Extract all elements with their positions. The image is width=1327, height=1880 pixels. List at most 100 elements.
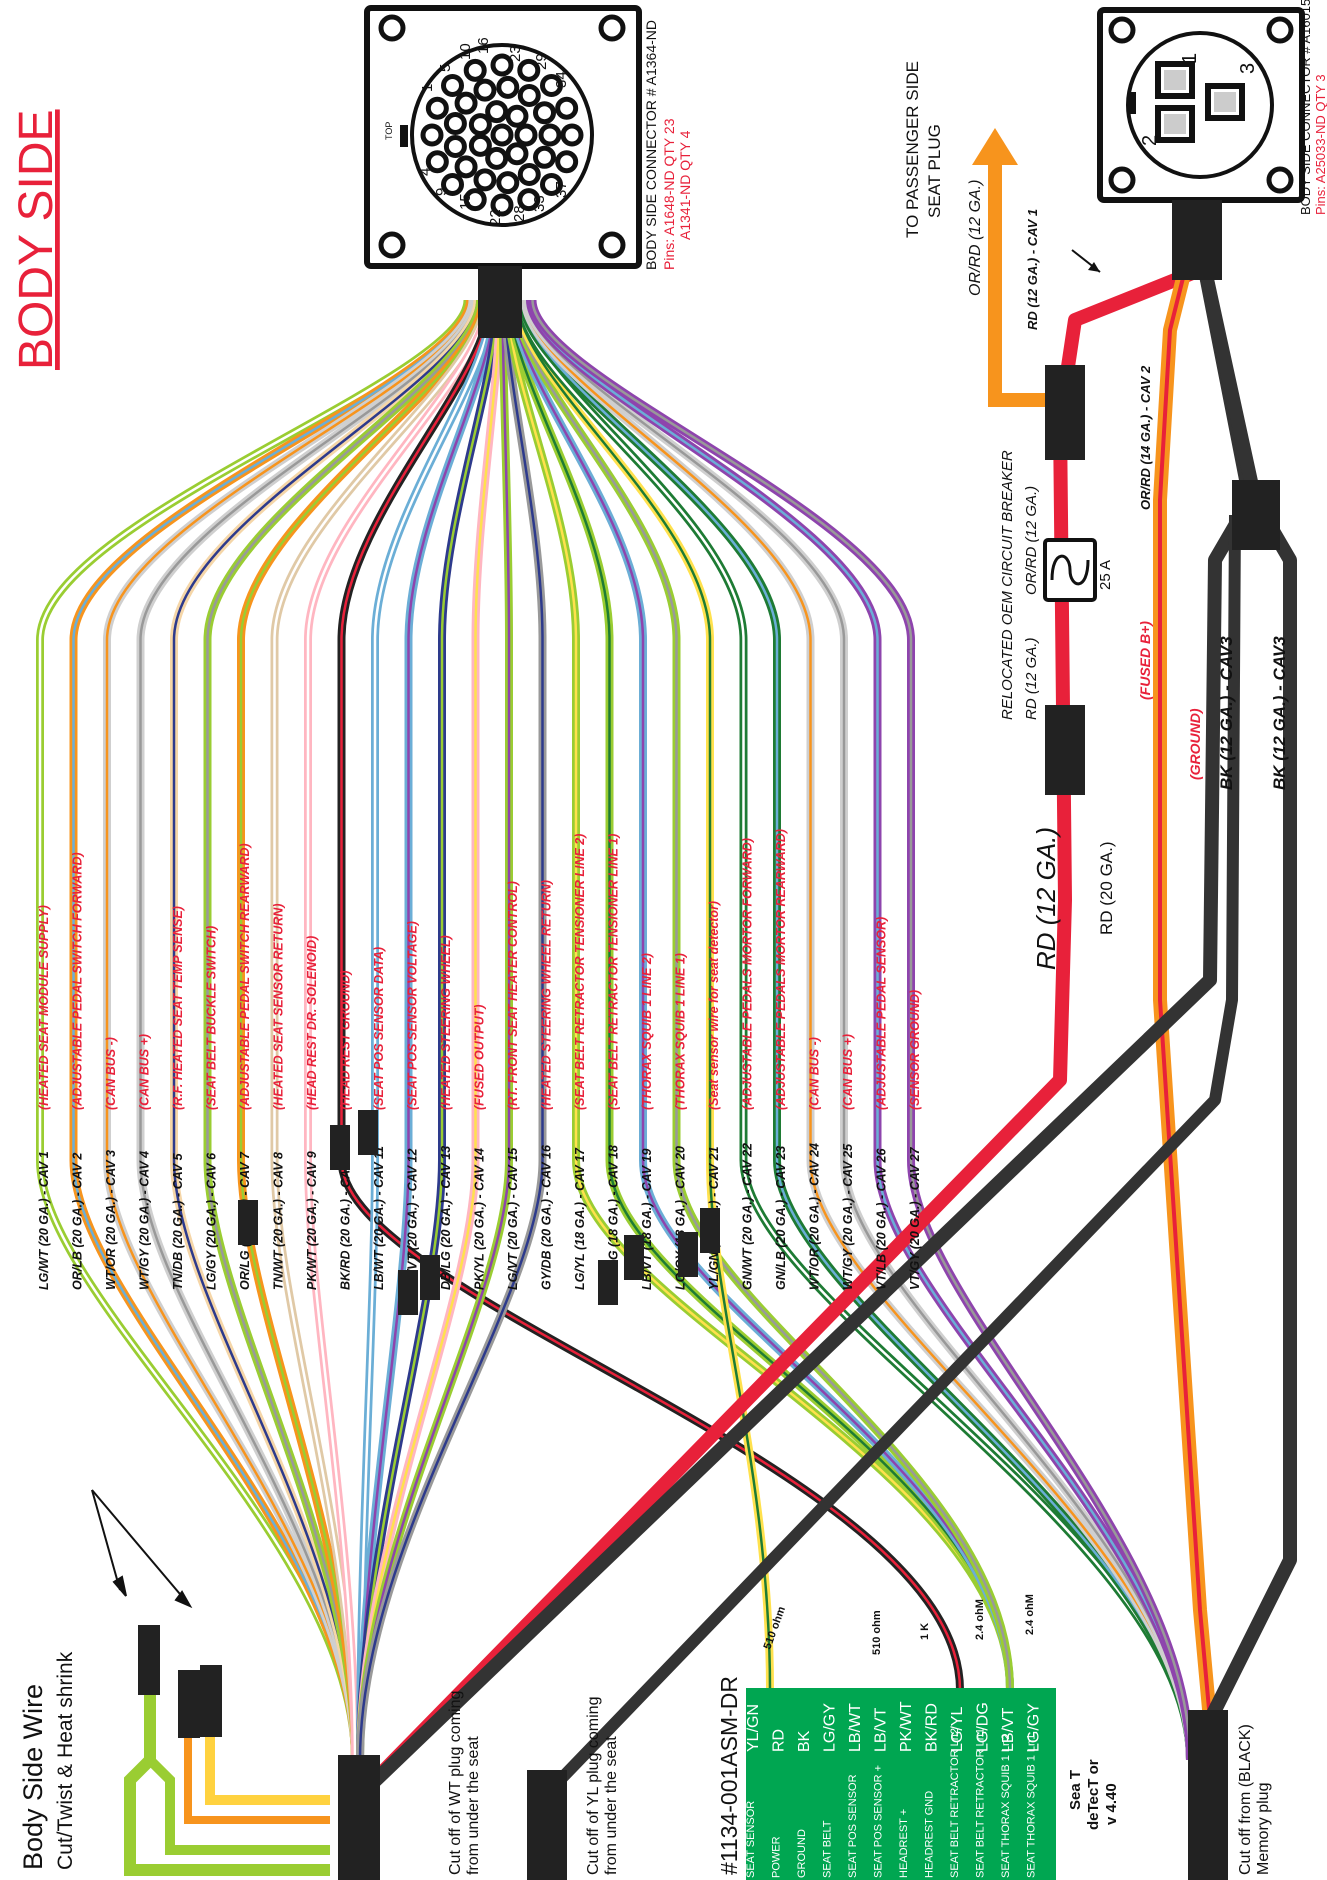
breaker-line1: RELOCATED OEM CIRCUIT BREAKER bbox=[999, 450, 1016, 720]
passenger-wire: OR/RD (12 GA.) bbox=[967, 180, 984, 296]
pin-icon bbox=[463, 188, 487, 212]
svg-text:9: 9 bbox=[433, 188, 450, 196]
module-row-wire-9: LG/YL bbox=[949, 1707, 966, 1752]
wire-function-8: (HEATED SEAT SENSOR RETURN) bbox=[272, 904, 286, 1111]
orrd-cav2-label: OR/RD (14 GA.) - CAV 2 bbox=[1138, 365, 1153, 510]
ground-label: (GROUND) bbox=[1187, 708, 1203, 780]
wire-label-10: BK/RD (20 GA.) - CAV 10 bbox=[339, 1145, 353, 1290]
wire-bundle bbox=[36, 299, 1194, 1761]
svg-text:15: 15 bbox=[457, 193, 474, 210]
wire-function-20: (THORAX SQUIB 1 LINE 1) bbox=[674, 953, 688, 1110]
wire-label-24: WT/OR (20 GA.) - CAV 24 bbox=[808, 1143, 822, 1290]
pin-number-labels: 1 5 10 16 23 29 34 37 33 28 22 15 9 4 bbox=[417, 37, 570, 226]
svg-text:4: 4 bbox=[417, 168, 434, 176]
module-row-name-7: HEADREST + bbox=[898, 1809, 910, 1878]
pin-icon bbox=[425, 96, 449, 120]
wire-tracer-19 bbox=[511, 299, 1012, 1691]
pin-icon bbox=[454, 91, 478, 115]
pin-icon bbox=[533, 101, 557, 125]
svg-text:29: 29 bbox=[533, 53, 550, 70]
page-title: BODY SIDE bbox=[10, 109, 63, 370]
wire-tracer-5 bbox=[172, 299, 479, 1761]
cutoff-bk-line2: Memory plug bbox=[1255, 1783, 1272, 1875]
wire-label-26: VT/LB (20 GA.) - CAV 26 bbox=[875, 1147, 889, 1290]
pin-icon bbox=[505, 142, 529, 166]
breaker-rd12: RD (12 GA.) bbox=[1023, 637, 1040, 720]
wire-label-16: GY/DB (20 GA.) - CAV 16 bbox=[540, 1144, 554, 1290]
mount-hole-icon bbox=[1108, 16, 1136, 44]
pin-icon bbox=[490, 123, 514, 147]
top-mark: TOP bbox=[384, 122, 394, 140]
pin-icon bbox=[517, 58, 541, 82]
wire-function-13: (HEATED STEERING WHEEL) bbox=[439, 935, 453, 1110]
rd20-label: RD (20 GA.) bbox=[1097, 841, 1116, 935]
passenger-arrow bbox=[972, 128, 1055, 407]
wire-tracer-15 bbox=[358, 299, 511, 1761]
wire-label-5: TN/DB (20 GA.) - CAV 5 bbox=[171, 1152, 185, 1290]
pin-icon bbox=[443, 134, 467, 158]
wire-label-11: LB/WT (20 GA.) - CAV 11 bbox=[372, 1146, 386, 1290]
svg-text:28: 28 bbox=[511, 205, 528, 222]
module-row-wire-4: LG/GY bbox=[822, 1703, 839, 1752]
wire-19 bbox=[508, 299, 1014, 1691]
wire-label-9: PK/WT (20 GA.) - CAV 9 bbox=[305, 1151, 319, 1290]
svg-text:23: 23 bbox=[507, 45, 524, 62]
small-connector-label: BODY SIDE CONNECTOR # A16015-ND bbox=[1298, 0, 1313, 215]
cutoff-yl-line2: from under the seat bbox=[603, 1736, 620, 1875]
pin-icon bbox=[473, 168, 497, 192]
wire-function-5: (R.F. HEATED SEAT TEMP SENSE) bbox=[171, 906, 185, 1110]
wire-function-19: (THORAX SQUIB 1 LINE 2) bbox=[640, 953, 654, 1110]
fused-bplus-label: (FUSED B+) bbox=[1137, 621, 1153, 700]
wire-20 bbox=[511, 299, 1014, 1691]
wire-tracer-26 bbox=[528, 299, 1192, 1761]
wire-function-27: (SENSOR GROUND) bbox=[908, 990, 922, 1110]
svg-text:10: 10 bbox=[457, 43, 474, 60]
svg-text:33: 33 bbox=[531, 195, 548, 212]
wire-function-11: (SEAT POS SENSOR DATA) bbox=[372, 947, 386, 1110]
svg-text:22: 22 bbox=[487, 209, 504, 226]
mount-hole-icon bbox=[598, 231, 626, 259]
module-part-number: #1134-001ASM-DR bbox=[716, 1676, 742, 1875]
pin-icon bbox=[538, 123, 562, 147]
pin-icon bbox=[490, 193, 514, 217]
wire-function-26: (ADJUSTABLE PEDAL SENSOR) bbox=[875, 917, 889, 1110]
wire-function-1: (HEATED SEAT MODULE SUPPLY) bbox=[37, 905, 51, 1110]
module-row-wire-12: LG/GY bbox=[1026, 1703, 1043, 1752]
main-connector-pins-line1: Pins: A1648-ND QTY 23 bbox=[661, 118, 677, 270]
pin-icon bbox=[473, 78, 497, 102]
small-connector-pins: Pins: A25033-ND QTY 3 bbox=[1313, 74, 1327, 215]
wire-label-12: LB/VT (20 GA.) - CAV 12 bbox=[406, 1148, 420, 1290]
pin-icon bbox=[517, 83, 541, 107]
breaker-amp: 25 A bbox=[1097, 560, 1114, 590]
module-row-wire-2: RD bbox=[771, 1729, 788, 1752]
wire-function-24: (CAN BUS -) bbox=[808, 1037, 822, 1110]
heat-shrink-block bbox=[1045, 705, 1085, 795]
mount-hole-icon bbox=[378, 14, 406, 42]
breaker-line2: OR/RD (12 GA.) bbox=[1023, 486, 1040, 595]
wire-function-18: (SEAT BELT RETRACTOR TENSIONER LINE 1) bbox=[607, 834, 621, 1110]
pin-icon bbox=[425, 150, 449, 174]
module-row-name-9: SEAT BELT RETRACTOR Ln2 bbox=[949, 1728, 961, 1878]
module-row-wire-8: BK/RD bbox=[924, 1703, 941, 1752]
wire-function-9: (HEAD REST DR. SOLENOID) bbox=[305, 936, 319, 1110]
pin-icon bbox=[533, 145, 557, 169]
main-connector-label: BODY SIDE CONNECTOR # A1364-ND bbox=[643, 20, 659, 270]
rd12-cav1-label: RD (12 GA.) - CAV 1 bbox=[1025, 209, 1040, 330]
module-row-wire-11: LB/VT bbox=[1000, 1707, 1017, 1752]
pin-icon bbox=[505, 104, 529, 128]
yl-plug-block bbox=[527, 1770, 567, 1880]
module-row-name-2: POWER bbox=[771, 1836, 783, 1878]
passenger-line1: TO PASSENGER SIDE bbox=[903, 61, 922, 238]
wire-label-4: WT/GY (20 GA.) - CAV 4 bbox=[138, 1151, 152, 1290]
module-row-name-5: SEAT POS SENSOR bbox=[847, 1774, 859, 1878]
wire-tracer-7 bbox=[239, 299, 484, 1761]
wire-tracer-3 bbox=[105, 299, 474, 1761]
module-row-wire-1: YL/GN bbox=[745, 1704, 762, 1752]
wire-tracer-2 bbox=[72, 299, 472, 1761]
wire-tracer-16 bbox=[358, 299, 544, 1761]
cutoff-bk-line1: Cut off from (BLACK) bbox=[1237, 1724, 1254, 1875]
wire-label-22: GN/WT (20 GA.) - CAV 22 bbox=[741, 1143, 755, 1290]
wire-labels: LG/WT (20 GA.) - CAV 1(HEATED SEAT MODUL… bbox=[37, 829, 922, 1290]
module-row-name-10: SEAT BELT RETRACTOR Ln1 bbox=[975, 1728, 987, 1878]
